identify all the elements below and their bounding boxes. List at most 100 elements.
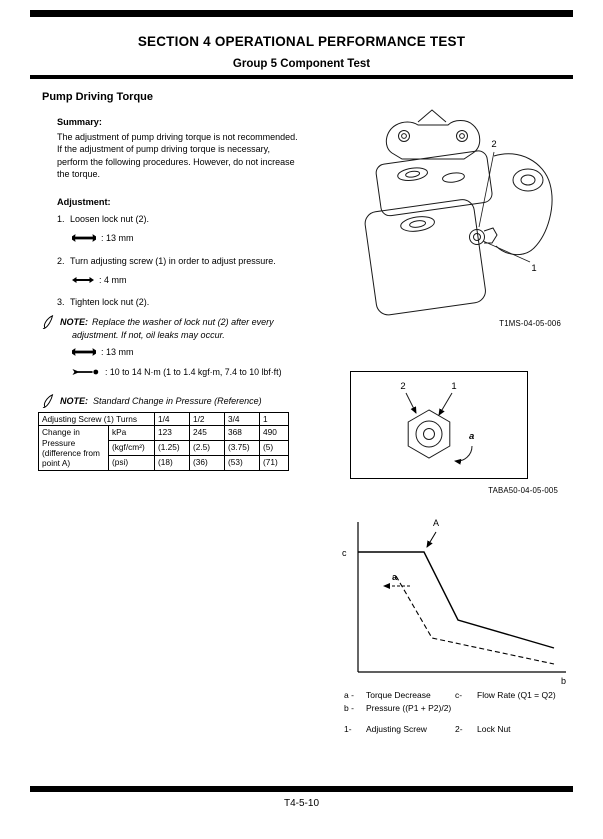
legend-label: Flow Rate (Q1 = Q2) xyxy=(477,690,556,700)
value-cell: (3.75) xyxy=(224,440,260,456)
tool-spec-text: : 13 mm xyxy=(101,347,134,357)
note-1: NOTE:Replace the washer of lock nut (2) … xyxy=(60,316,300,341)
note-1-label: NOTE: xyxy=(60,317,88,327)
step-3-text: Tighten lock nut (2). xyxy=(70,297,150,307)
summary-label: Summary: xyxy=(57,117,102,127)
section-title: SECTION 4 OPERATIONAL PERFORMANCE TEST xyxy=(137,34,466,49)
table-corner-label: Adjusting Screw (1) Turns xyxy=(38,411,155,427)
unit-cell: (psi) xyxy=(108,454,155,471)
top-rule xyxy=(30,10,573,17)
x-axis-label: b xyxy=(561,676,566,686)
legend-item-b: b - Pressure ((P1 + P2)/2) xyxy=(344,703,451,713)
note-pen-icon xyxy=(42,394,54,408)
note-2-text: Standard Change in Pressure (Reference) xyxy=(93,396,262,406)
pressure-change-table: Adjusting Screw (1) Turns 1/4 1/2 3/4 1 … xyxy=(38,411,289,471)
page-number: T4-5-10 xyxy=(283,798,319,809)
nut-callout-2: 2 xyxy=(400,381,405,392)
solid-curve xyxy=(358,551,555,649)
tool-spec-text: : 4 mm xyxy=(99,275,127,285)
legend-key: c- xyxy=(455,690,463,700)
table-header-row: Adjusting Screw (1) Turns 1/4 1/2 3/4 1 xyxy=(38,411,289,427)
shift-label: a xyxy=(392,572,398,582)
callout-1-leader xyxy=(482,240,531,263)
wrench-icon xyxy=(72,348,96,356)
note-2-label: NOTE: xyxy=(60,396,88,406)
step-2-number: 2. xyxy=(57,256,65,266)
tool-spec-wrench-13a: : 13 mm xyxy=(72,233,134,243)
value-cell: 123 xyxy=(154,425,190,442)
note-2: NOTE: Standard Change in Pressure (Refer… xyxy=(60,396,262,406)
legend-label: Lock Nut xyxy=(477,724,511,734)
lock-nut-hex xyxy=(407,409,451,459)
legend-label: Torque Decrease xyxy=(366,690,431,700)
value-cell: (2.5) xyxy=(189,440,225,456)
page-heading: Pump Driving Torque xyxy=(42,91,154,103)
point-a-label: A xyxy=(433,518,439,528)
legend-label: Adjusting Screw xyxy=(366,724,427,734)
note-1-text: Replace the washer of lock nut (2) after… xyxy=(72,317,274,340)
nut-callout-a: a xyxy=(469,431,474,442)
nut-illustration: 2 1 a xyxy=(400,381,474,465)
nut-callout-1: 1 xyxy=(451,381,456,392)
value-cell: 245 xyxy=(189,425,225,442)
turns-col-3: 3/4 xyxy=(224,411,260,427)
step-1-number: 1. xyxy=(57,214,65,224)
table-row-psi: (psi) (18) (36) (53) (71) xyxy=(39,454,289,471)
hex-key-icon xyxy=(72,277,94,283)
y-axis-label: c xyxy=(342,548,347,558)
nut-figure-box: 2 1 a xyxy=(350,371,528,479)
torque-wrench-icon xyxy=(72,369,99,375)
value-cell: 490 xyxy=(259,425,289,442)
legend-key: 1- xyxy=(344,724,352,734)
tool-spec-text: : 10 to 14 N·m (1 to 1.4 kgf·m, 7.4 to 1… xyxy=(105,367,282,377)
legend-item-c: c- Flow Rate (Q1 = Q2) xyxy=(455,690,556,700)
note-pen-icon xyxy=(42,315,54,329)
wrench-icon xyxy=(72,234,96,242)
callout-1-arrow xyxy=(438,392,453,416)
callout-2-arrow xyxy=(405,392,417,414)
value-cell: 368 xyxy=(224,425,260,442)
dashed-curve xyxy=(395,575,555,665)
callout-2-leader xyxy=(478,151,495,228)
value-cell: (18) xyxy=(154,454,190,471)
group-title: Group 5 Component Test xyxy=(232,58,371,70)
legend-key: 2- xyxy=(455,724,463,734)
value-cell: (1.25) xyxy=(154,440,190,456)
legend-item-1: 1- Adjusting Screw xyxy=(344,724,427,734)
pump-line-art xyxy=(364,109,553,316)
step-3-number: 3. xyxy=(57,297,65,307)
nut-figure-ref: TABA50-04-05-005 xyxy=(488,486,558,495)
value-cell: (71) xyxy=(259,454,289,471)
turns-col-2: 1/2 xyxy=(189,411,225,427)
legend-key: a - xyxy=(344,690,354,700)
nut-line-art xyxy=(405,392,473,465)
turns-col-4: 1 xyxy=(259,411,289,427)
pump-illustration: 2 1 xyxy=(364,109,553,316)
legend-label: Pressure ((P1 + P2)/2) xyxy=(366,703,452,713)
step-3: 3. Tighten lock nut (2). xyxy=(57,297,149,307)
tool-spec-hex-4: : 4 mm xyxy=(72,275,127,285)
tool-spec-text: : 13 mm xyxy=(101,233,134,243)
pump-figure-ref: T1MS-04-05-006 xyxy=(499,319,561,328)
pump-callout-2: 2 xyxy=(491,139,496,150)
value-cell: (53) xyxy=(224,454,260,471)
summary-text: The adjustment of pump driving torque is… xyxy=(57,132,298,180)
legend-item-2: 2- Lock Nut xyxy=(455,724,511,734)
unit-cell: kPa xyxy=(108,425,155,442)
tool-spec-wrench-13b: : 13 mm xyxy=(72,347,134,357)
step-2: 2. Turn adjusting screw (1) in order to … xyxy=(57,256,276,266)
adjustment-label: Adjustment: xyxy=(57,197,111,207)
title-rule xyxy=(30,75,573,79)
value-cell: (5) xyxy=(259,440,289,456)
lock-nut xyxy=(469,229,485,245)
legend-key: b - xyxy=(344,703,354,713)
point-a-arrow xyxy=(426,531,437,548)
adjusting-screw xyxy=(473,233,481,241)
unit-cell: (kgf/cm²) xyxy=(108,440,155,456)
bottom-rule xyxy=(30,786,573,792)
step-2-text: Turn adjusting screw (1) in order to adj… xyxy=(70,256,276,266)
value-cell: (36) xyxy=(189,454,225,471)
table-row-label: Change in Pressure (difference from poin… xyxy=(38,425,109,471)
pump-callout-1: 1 xyxy=(531,263,536,274)
table-row-kgfcm2: (kgf/cm²) (1.25) (2.5) (3.75) (5) xyxy=(39,440,289,456)
